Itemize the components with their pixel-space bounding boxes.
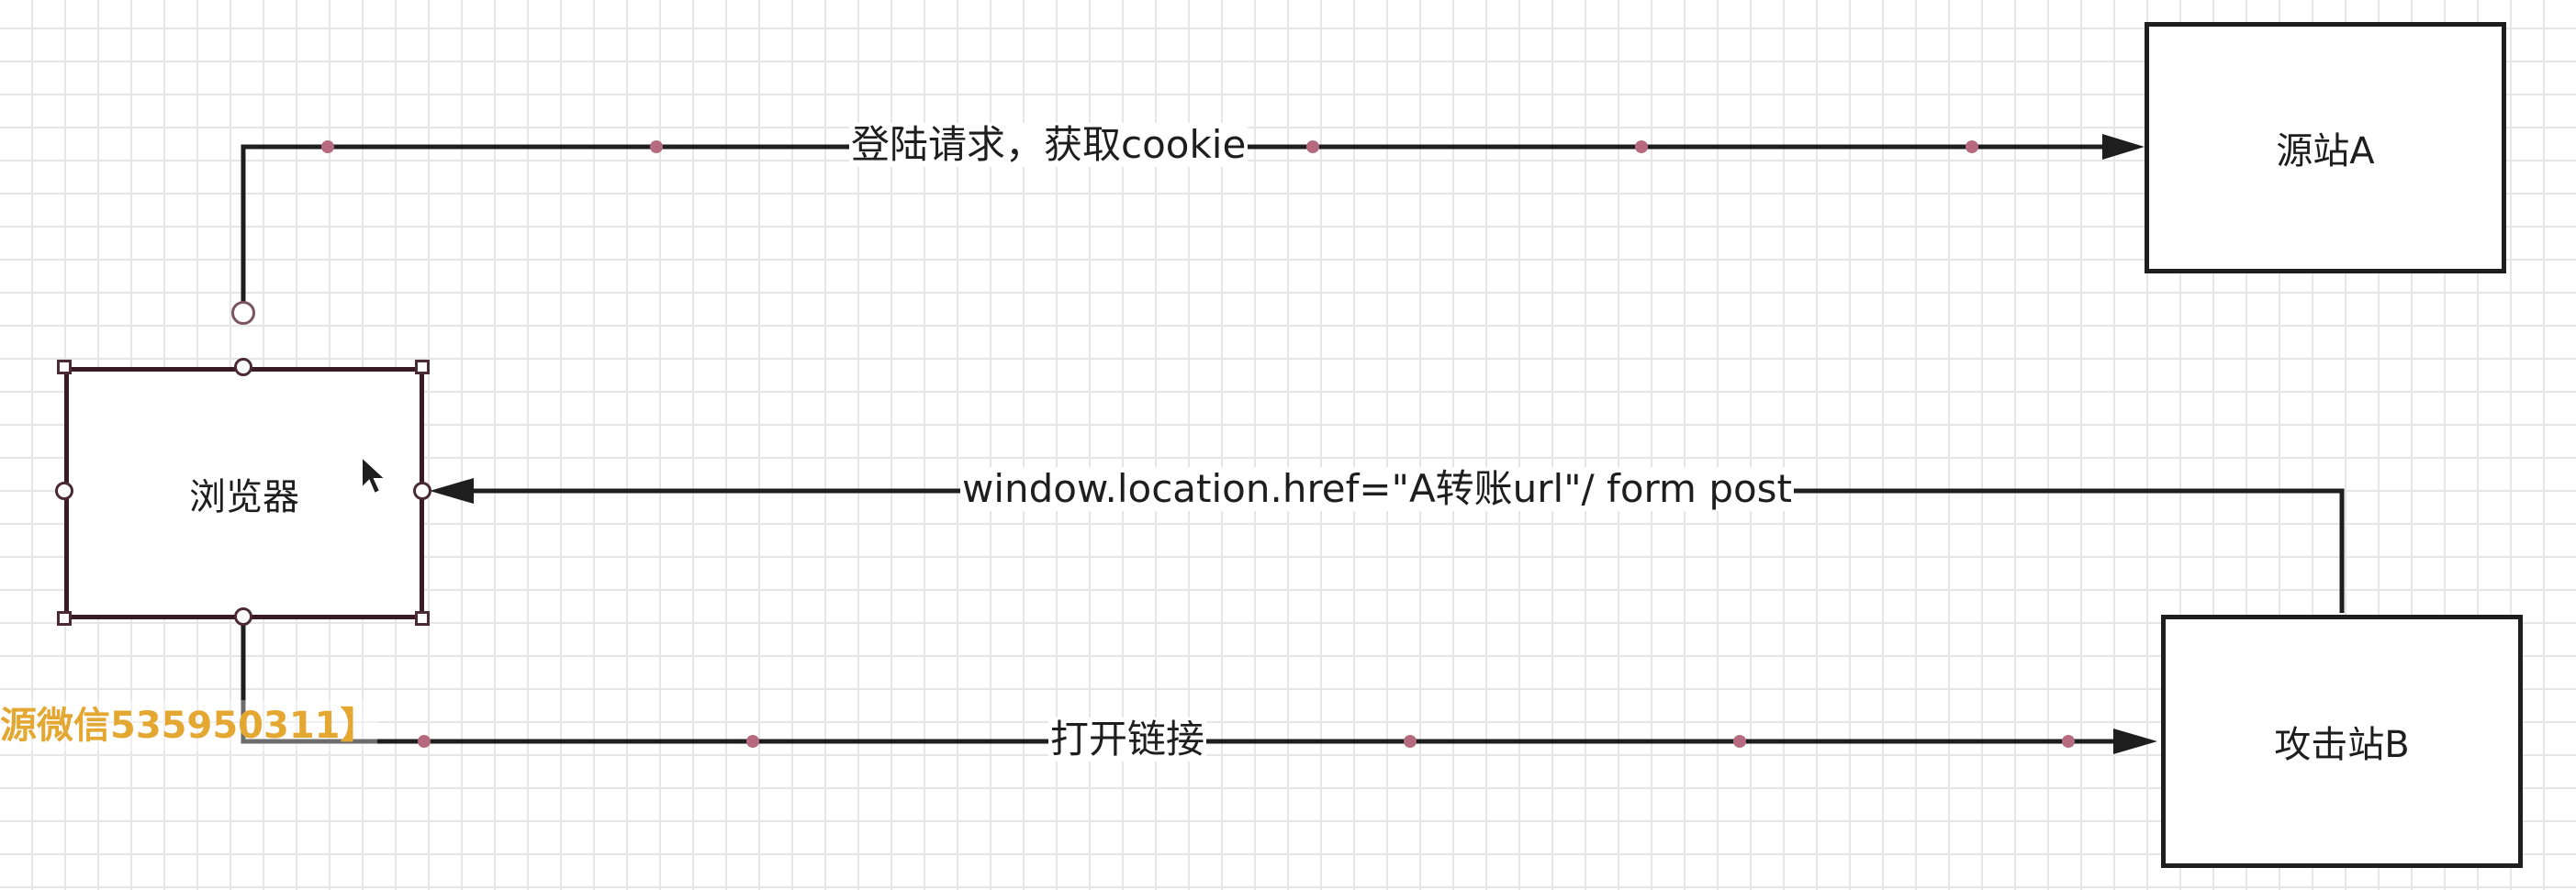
waypoint-dot[interactable] [1635, 140, 1648, 153]
waypoint-dot[interactable] [2062, 735, 2075, 748]
connection-point-left[interactable] [55, 482, 73, 500]
edge-open-link-label[interactable]: 打开链接 [1048, 717, 1207, 762]
edge-open-link[interactable] [241, 619, 2157, 754]
waypoint-dot[interactable] [650, 140, 663, 153]
waypoint-dot[interactable] [321, 140, 334, 153]
edge-open-link-arrowhead [2113, 729, 2157, 754]
waypoint-dot[interactable] [1306, 140, 1319, 153]
resize-handle-top-right[interactable] [415, 360, 430, 374]
watermark-text: 源微信535950311】 [0, 700, 377, 751]
node-site-a-label: 源站A [2276, 130, 2375, 172]
edge-login-arrowhead [2102, 134, 2145, 160]
edge-login-label[interactable]: 登陆请求，获取cookie [849, 122, 1249, 168]
waypoint-dot[interactable] [1966, 140, 1978, 153]
edge-redirect-label[interactable]: window.location.href="A转账url"/ form post [960, 466, 1795, 512]
waypoint-dot[interactable] [1404, 735, 1417, 748]
edge-open-link-line [241, 619, 2113, 744]
waypoint-dot[interactable] [1733, 735, 1746, 748]
node-site-a[interactable]: 源站A [2145, 22, 2506, 273]
connection-point-bottom[interactable] [234, 607, 252, 626]
waypoint-dot[interactable] [418, 735, 431, 748]
connection-point-top[interactable] [234, 358, 252, 376]
edge-login-line [241, 144, 2102, 312]
resize-handle-top-left[interactable] [57, 360, 72, 374]
resize-handle-bottom-left[interactable] [57, 611, 72, 626]
edge-endpoint-handle[interactable] [231, 301, 255, 325]
node-attacker-b-label: 攻击站B [2274, 724, 2410, 766]
node-browser-label: 浏览器 [189, 475, 299, 518]
resize-handle-bottom-right[interactable] [415, 611, 430, 626]
mouse-cursor-icon [361, 455, 388, 495]
node-attacker-b[interactable]: 攻击站B [2161, 615, 2523, 868]
waypoint-dot[interactable] [746, 735, 759, 748]
edge-redirect-arrowhead [430, 478, 474, 504]
connection-point-right[interactable] [413, 482, 431, 500]
